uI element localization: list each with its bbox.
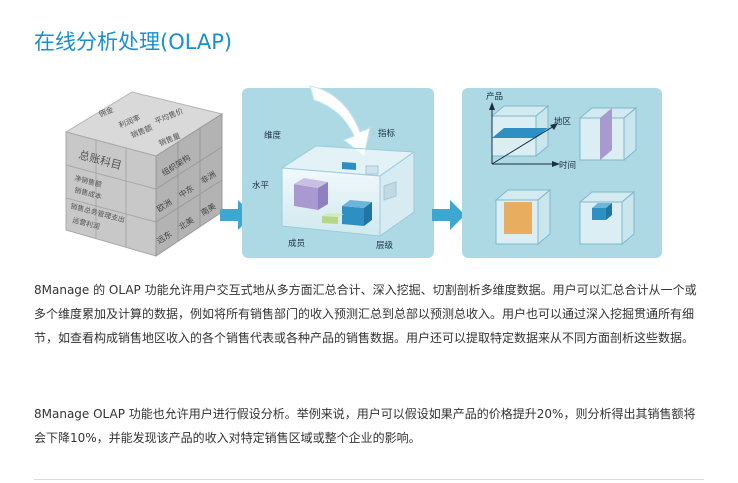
slice-cube-cell bbox=[578, 190, 636, 246]
slice-cube-block bbox=[494, 188, 552, 246]
data-cube: 佣金 利润率 销售额 平均售价 销售量 总账科目 净销售额 销售成本 销售总务管… bbox=[64, 91, 224, 257]
product-axis-label: 产品 bbox=[486, 91, 503, 102]
hierarchy-label: 层级 bbox=[376, 240, 394, 251]
slice-cube-vertical bbox=[578, 106, 638, 162]
measure-label: 指标 bbox=[378, 128, 396, 139]
level-label: 水平 bbox=[252, 180, 270, 191]
region-axis-label: 地区 bbox=[554, 116, 572, 127]
member-label: 成员 bbox=[288, 238, 305, 249]
olap-dimensions-panel: 维度 指标 水平 成员 层级 bbox=[242, 85, 434, 258]
paragraph: 8Manage 的 OLAP 功能允许用户交互式地从多方面汇总合计、深入挖掘、切… bbox=[34, 283, 697, 345]
olap-slicing-panel: 产品 地区 时间 bbox=[462, 88, 662, 258]
dimension-label: 维度 bbox=[264, 130, 282, 141]
arrow-right-icon bbox=[432, 200, 465, 230]
paragraph: 8Manage OLAP 功能也允许用户进行假设分析。举例来说，用户可以假设如果… bbox=[34, 407, 696, 445]
olap-illustration: 佣金 利润率 销售额 平均售价 销售量 总账科目 净销售额 销售成本 销售总务管… bbox=[64, 85, 662, 258]
time-axis-label: 时间 bbox=[559, 160, 576, 171]
divider bbox=[34, 479, 704, 480]
page-title: 在线分析处理(OLAP) bbox=[34, 30, 233, 54]
slice-cube-horizontal: 产品 地区 时间 bbox=[486, 91, 576, 171]
